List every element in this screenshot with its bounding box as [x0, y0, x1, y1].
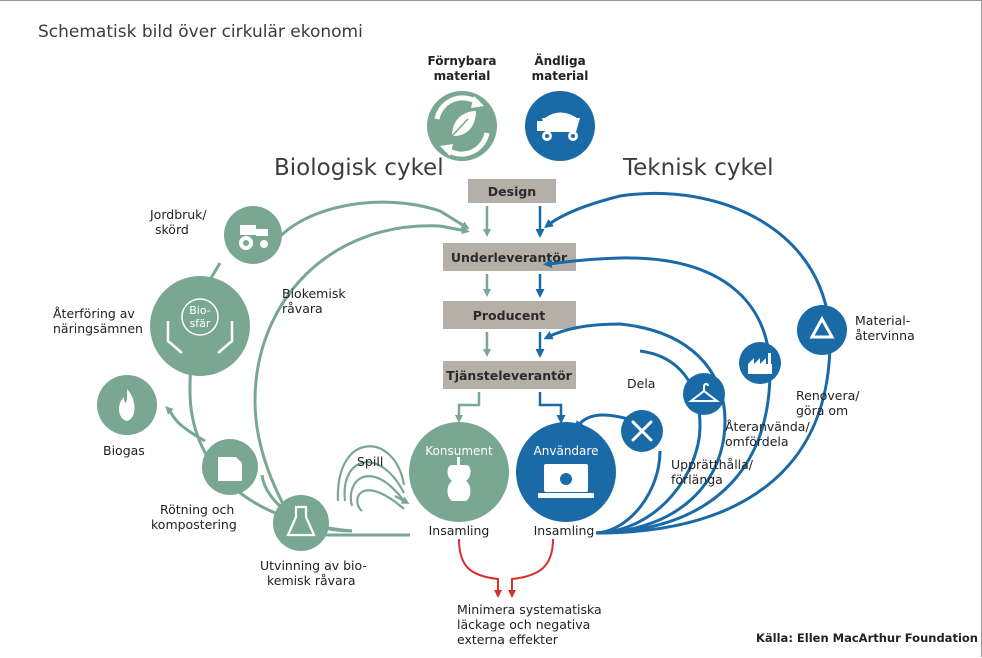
farming-node — [224, 206, 282, 264]
recycle-label-1: Material- — [855, 313, 910, 328]
diagram-title: Schematisk bild över cirkulär ekonomi — [38, 22, 363, 42]
dump-truck-icon — [525, 91, 595, 161]
leakage-label-1: Minimera systematiska — [457, 602, 602, 617]
digestion-label-2: kompostering — [151, 517, 237, 532]
flame-icon — [118, 389, 135, 421]
refurbish-label-2: göra om — [796, 403, 848, 418]
recycle-label-2: återvinna — [855, 328, 915, 343]
recycle-leaf-icon — [427, 91, 497, 161]
return-label-1: Återföring av — [53, 306, 135, 321]
share-label: Dela — [627, 376, 655, 391]
service-provider-label: Tjänsteleverantör — [446, 368, 572, 383]
extraction-label-2: kemisk råvara — [267, 573, 356, 588]
laptop-icon — [538, 464, 594, 498]
design-box: Design — [468, 179, 556, 203]
technical-cycle-heading: Teknisk cykel — [622, 155, 774, 181]
producer-label: Producent — [473, 308, 546, 323]
supplier-box: Underleverantör — [443, 243, 576, 271]
extraction-node — [273, 495, 329, 551]
apple-core-icon — [447, 457, 471, 501]
refurbish-label-1: Renovera/ — [796, 388, 860, 403]
factory-node — [739, 342, 781, 384]
leakage-arrows — [458, 538, 554, 598]
biosphere-label-2: sfär — [190, 317, 211, 330]
consumer-collection-label: Insamling — [429, 523, 490, 538]
renewable-label-2: material — [434, 69, 491, 83]
digestion-node — [202, 439, 258, 495]
recycle-icon — [809, 315, 835, 339]
return-label-2: näringsämnen — [53, 321, 143, 336]
design-label: Design — [488, 184, 536, 199]
leakage-label-3: externa effekter — [457, 632, 559, 647]
spill-label: Spill — [357, 454, 383, 469]
biochem-label-2: råvara — [282, 301, 323, 316]
biochem-label-1: Biokemisk — [282, 286, 346, 301]
compost-icon — [218, 457, 242, 481]
hands-icon — [166, 321, 234, 354]
consumer-node: Konsument — [409, 422, 509, 522]
user-label: Användare — [534, 444, 599, 458]
user-node: Användare — [516, 422, 616, 522]
renewable-label-1: Förnybara — [428, 54, 497, 68]
user-collection-label: Insamling — [534, 523, 595, 538]
spill-loops — [336, 445, 410, 512]
biosphere-label-1: Bio- — [189, 304, 211, 317]
service-provider-box: Tjänsteleverantör — [443, 361, 576, 389]
wrench-screwdriver-icon — [631, 420, 653, 442]
leakage-label-2: läckage och negativa — [457, 617, 590, 632]
reuse-label-1: Återanvända/ — [725, 419, 810, 434]
biogas-label: Biogas — [103, 443, 145, 458]
biogas-node — [97, 375, 157, 435]
factory-icon — [748, 353, 772, 374]
reuse-label-2: omfördela — [725, 434, 789, 449]
tractor-icon — [239, 225, 268, 250]
biosphere-node: Bio- sfär — [150, 276, 250, 376]
source-credit: Källa: Ellen MacArthur Foundation — [756, 631, 978, 645]
finite-label-1: Ändliga — [534, 53, 585, 68]
flask-icon — [286, 505, 316, 537]
extraction-label-1: Utvinning av bio- — [260, 558, 367, 573]
maintain-label-1: Upprätthålla/ — [671, 457, 754, 472]
maintain-label-2: förlänga — [671, 472, 723, 487]
tools-node — [621, 410, 663, 452]
biological-cycle-heading: Biologisk cykel — [274, 155, 444, 181]
digestion-label-1: Rötning och — [160, 502, 234, 517]
farming-label-1: Jordbruk/ — [149, 207, 207, 222]
recycle-node — [797, 305, 847, 355]
hanger-node — [683, 373, 725, 415]
consumer-label: Konsument — [425, 444, 493, 458]
producer-box: Producent — [443, 301, 576, 329]
finite-label-2: material — [532, 69, 589, 83]
hanger-icon — [688, 382, 720, 402]
farming-label-2: skörd — [155, 222, 189, 237]
chain-arrows — [455, 206, 566, 424]
supplier-label: Underleverantör — [451, 250, 568, 265]
